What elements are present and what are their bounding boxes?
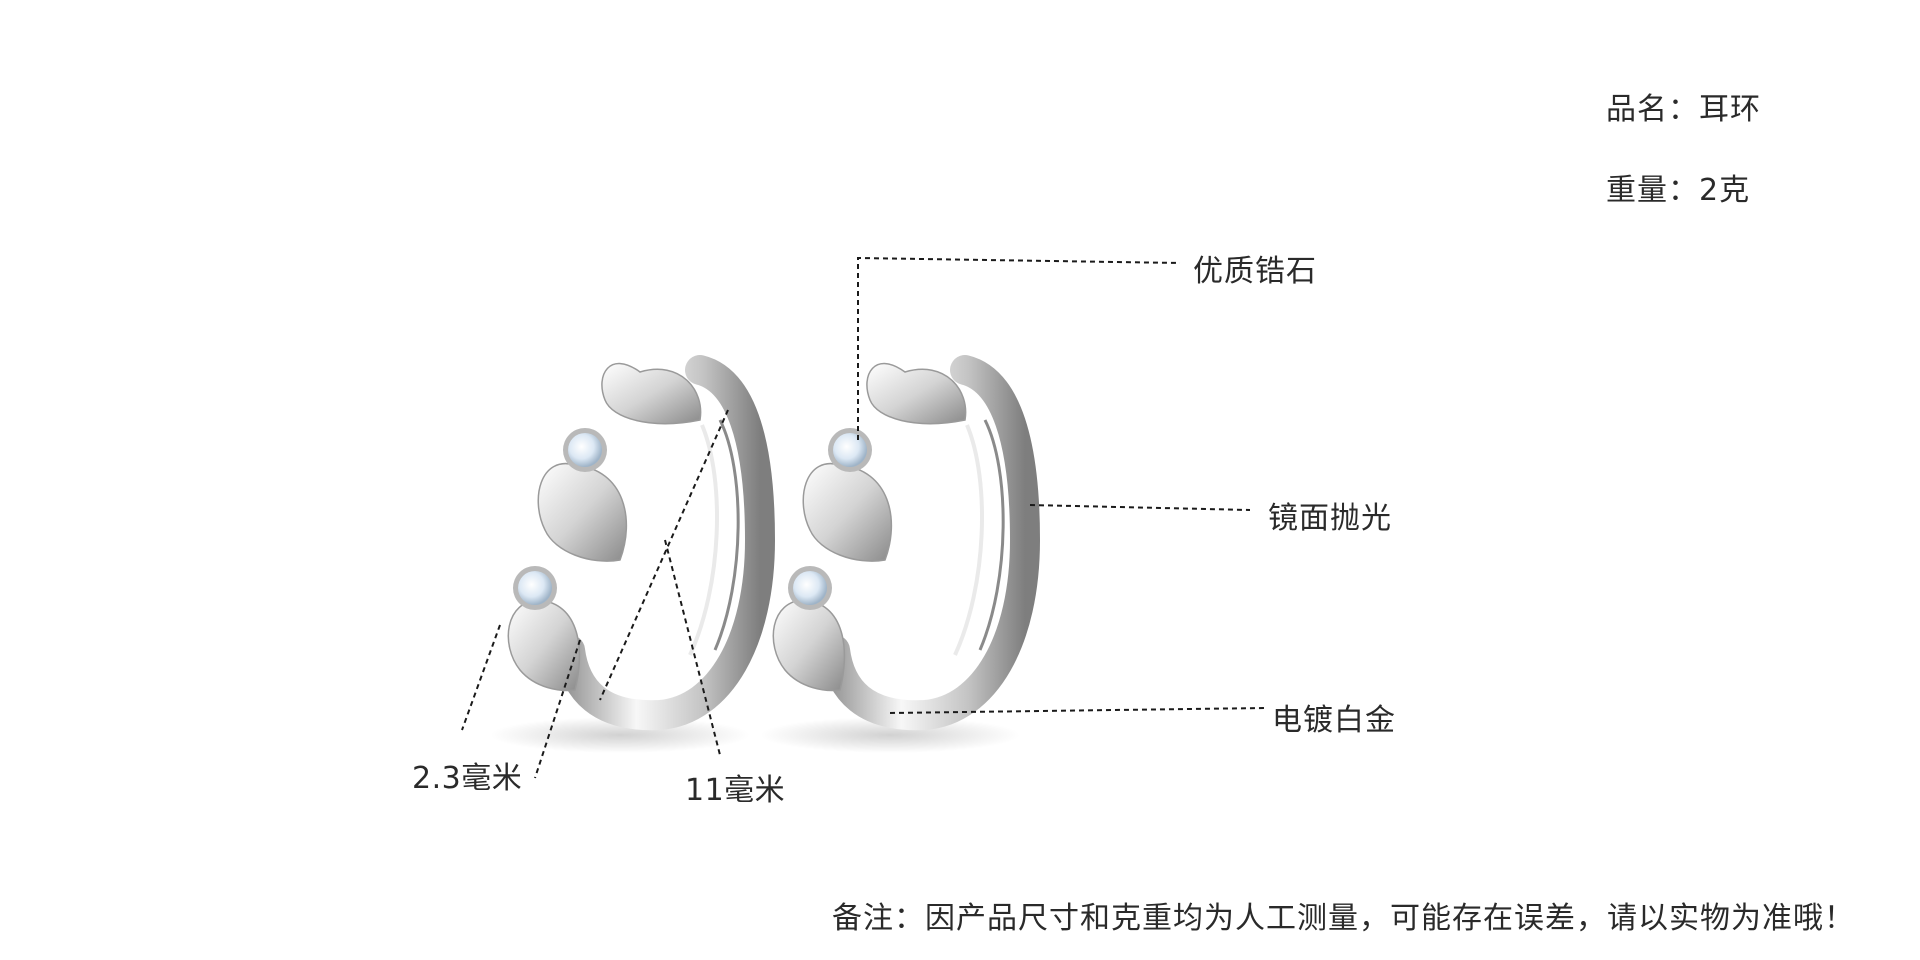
heart-icon xyxy=(802,462,893,562)
zircon-stone-icon xyxy=(793,571,827,605)
earring-left xyxy=(490,355,776,753)
product-weight: 重量：2克 xyxy=(1606,173,1751,208)
earring-right xyxy=(760,355,1041,753)
heart-icon xyxy=(537,462,628,562)
heart-icon xyxy=(507,599,581,692)
heart-icon xyxy=(601,362,702,425)
leader-lines xyxy=(461,256,1266,779)
heart-icon xyxy=(772,599,846,692)
dimension-diameter: 11毫米 xyxy=(685,773,786,808)
product-name: 品名：耳环 xyxy=(1606,92,1761,127)
heart-icon xyxy=(866,362,967,425)
zircon-stone-icon xyxy=(833,433,867,467)
zircon-stone-icon xyxy=(568,433,602,467)
dimension-width: 2.3毫米 xyxy=(412,761,523,796)
callout-white-gold-plating: 电镀白金 xyxy=(1272,703,1396,738)
callout-mirror-polish: 镜面抛光 xyxy=(1268,501,1392,536)
footnote: 备注：因产品尺寸和克重均为人工测量，可能存在误差，请以实物为准哦！ xyxy=(832,901,1855,936)
callout-zircon: 优质锆石 xyxy=(1193,254,1317,289)
zircon-stone-icon xyxy=(518,571,552,605)
